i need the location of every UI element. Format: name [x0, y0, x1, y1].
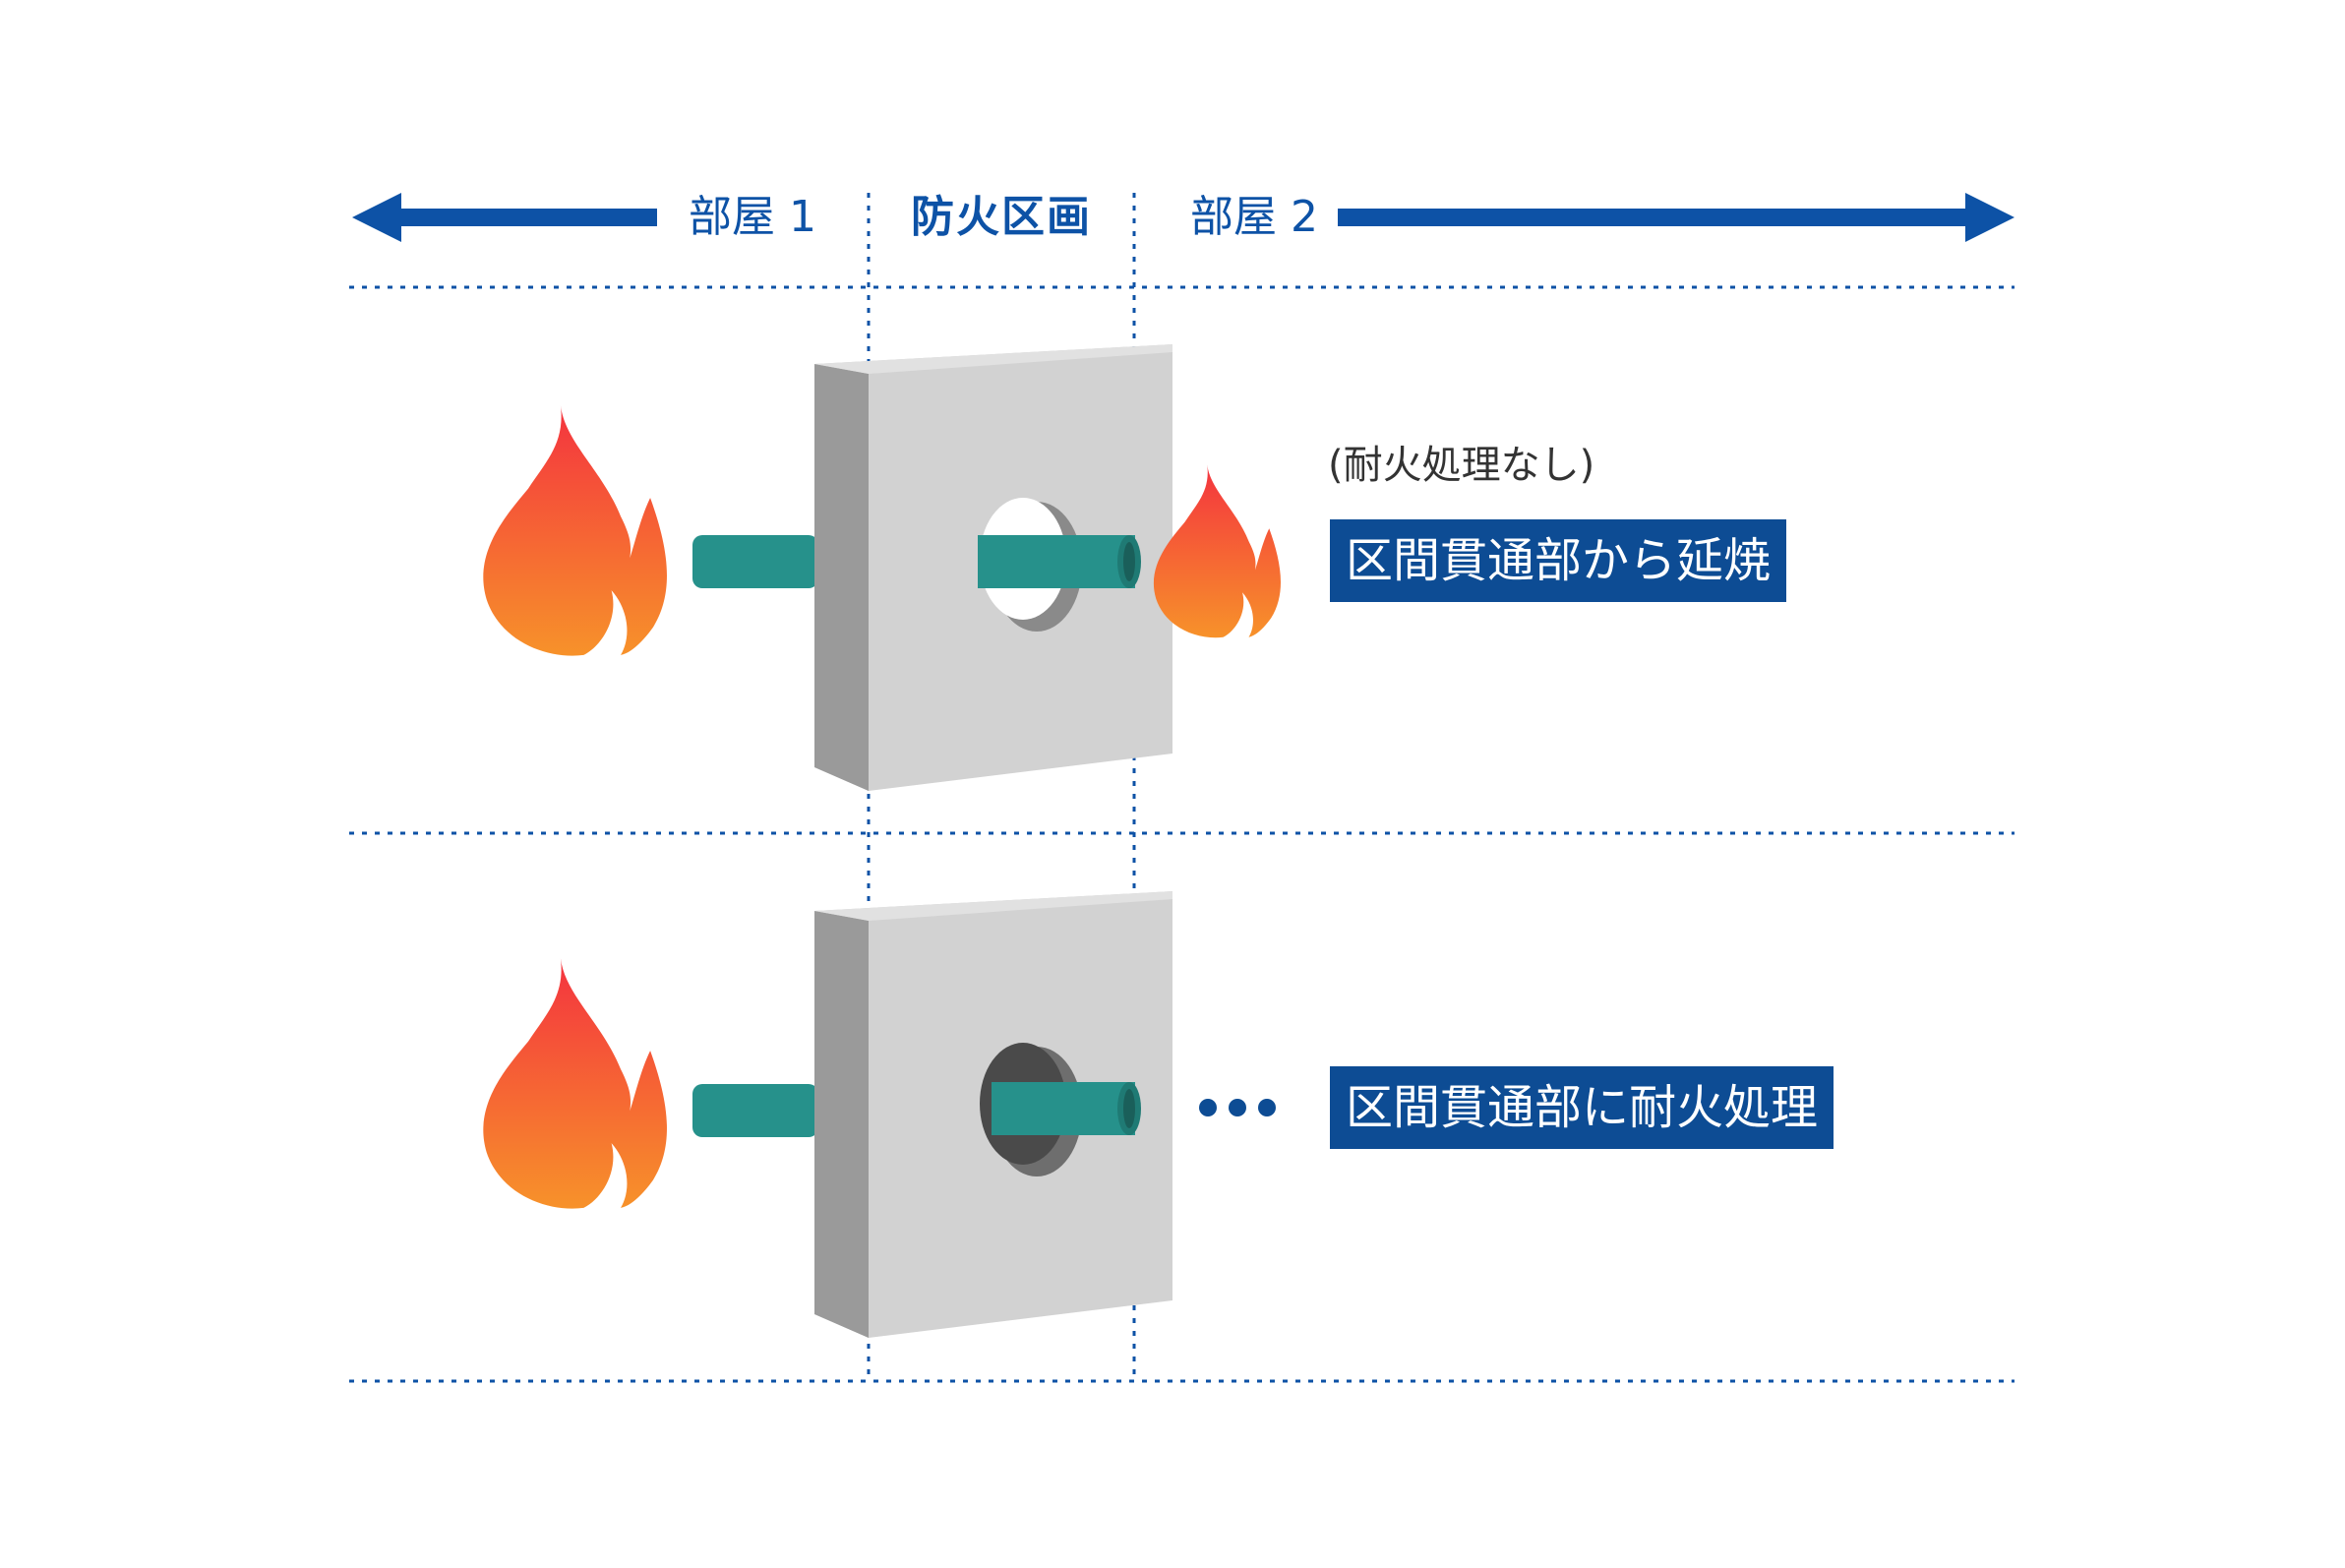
flame-icon — [483, 405, 667, 656]
flame-icon — [1153, 464, 1281, 638]
arrow-right-icon — [1338, 193, 2014, 242]
pipe-through-wall — [978, 535, 1141, 588]
flame-icon — [483, 958, 667, 1209]
row-2-graphic — [483, 891, 1276, 1338]
room-1-label: 部屋 1 — [689, 192, 816, 242]
room-2-label: 部屋 2 — [1190, 192, 1318, 242]
row-2-label: 区間貫通部に耐火処理 — [1330, 1066, 1834, 1149]
row-1-note: (耐火処理なし) — [1328, 443, 1595, 488]
dotted-grid — [349, 193, 2014, 1383]
pipe-segment — [692, 1084, 818, 1137]
pipe-segment — [692, 535, 818, 588]
row-1-graphic — [483, 344, 1281, 791]
row-1-label: 区間貫通部から延焼 — [1330, 519, 1787, 602]
pipe-through-wall — [992, 1082, 1141, 1135]
ellipsis-icon — [1199, 1099, 1276, 1116]
arrow-left-icon — [352, 193, 657, 242]
fire-compartment-label: 防火区画 — [911, 192, 1092, 242]
